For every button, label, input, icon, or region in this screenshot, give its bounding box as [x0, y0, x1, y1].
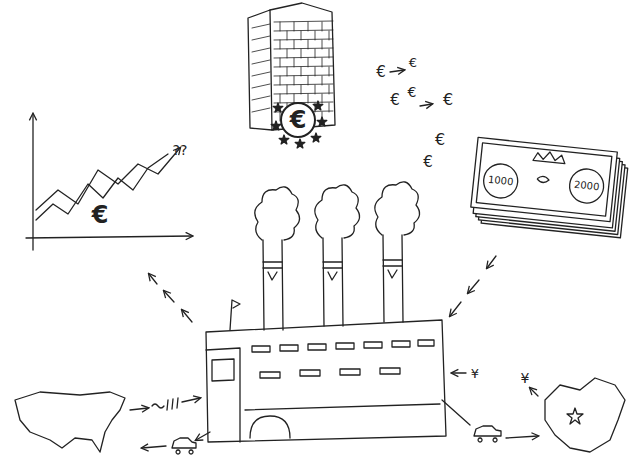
central-bank-tower: € [240, 0, 350, 150]
star-symbol [567, 408, 583, 424]
banknote-ornament [531, 150, 566, 184]
node-outline [463, 132, 630, 248]
smoke-cloud [255, 187, 300, 240]
flow-arrow [506, 436, 538, 438]
star-symbol [313, 101, 323, 110]
car-symbol [474, 426, 501, 442]
car-symbol [172, 438, 196, 454]
usa-map [15, 392, 125, 452]
flow-arrow [182, 398, 200, 402]
euro-sign: € [423, 155, 433, 170]
star-symbol [317, 117, 327, 126]
euro-logo-ring [281, 103, 315, 137]
chart-axis [26, 236, 192, 238]
factory-building [206, 300, 446, 442]
star-symbol [311, 133, 321, 142]
euro-sign: € [376, 65, 386, 80]
node-outline [8, 108, 198, 258]
chimney [263, 240, 283, 330]
banknote-sheet [471, 137, 618, 221]
chimney [383, 235, 403, 322]
yen-sign: ¥ [471, 367, 479, 380]
flow-arrow [468, 280, 479, 293]
cargo-marks [152, 398, 178, 410]
star-symbol [295, 139, 305, 148]
euro-sign: € [390, 93, 400, 108]
euro-sign: € [409, 56, 417, 69]
flow-arrow [182, 310, 192, 322]
flow-arrow [130, 408, 148, 410]
flow-arrow [530, 388, 538, 396]
chart-axis [32, 114, 33, 250]
chart-line [36, 148, 180, 210]
star-symbol [279, 135, 289, 144]
china-map [545, 378, 625, 452]
flow-arrow [420, 104, 432, 106]
chimney [323, 238, 343, 326]
flow-arrow [487, 256, 496, 268]
flow-arrow [450, 302, 461, 316]
flow-arrow [390, 70, 404, 72]
euro-sign: € [408, 85, 417, 99]
flow-arrow [452, 372, 466, 373]
price-chart: € [8, 108, 198, 258]
banknote-medallion [568, 167, 605, 204]
banknote-border [476, 143, 612, 216]
euro-sign: € [92, 203, 109, 227]
flow-arrow [442, 400, 470, 425]
star-symbol [271, 121, 281, 130]
smoke-cloud [315, 185, 360, 238]
flow-arrow [149, 274, 157, 284]
yen-sign: ¥ [521, 371, 530, 385]
smoke-cloud [375, 182, 420, 235]
flow-arrow [142, 446, 166, 448]
banknote-medallion [482, 162, 519, 199]
banknote-stack: 10002000 [463, 132, 630, 248]
euro-sign: € [435, 132, 445, 148]
question-marks: ?? [173, 143, 188, 157]
euro-sign: € [443, 92, 453, 108]
star-symbol [273, 103, 283, 112]
flow-arrow [196, 432, 210, 440]
flow-arrow [164, 291, 174, 302]
euro-sign: € [290, 108, 307, 132]
